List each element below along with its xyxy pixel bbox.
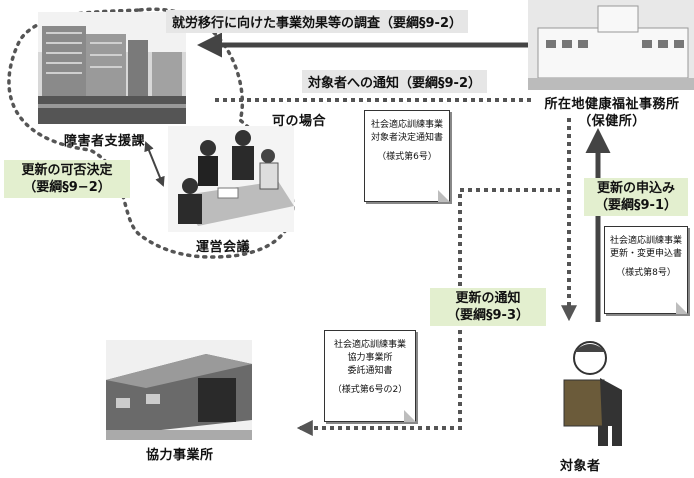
welfare-office-name: 所在地健康福祉事務所 — [544, 97, 680, 112]
partner-office-photo — [106, 340, 252, 440]
doc-form-number: （様式第8号） — [616, 268, 676, 278]
welfare-office-photo — [528, 0, 694, 90]
renewal-application-label: 更新の申込み （要綱§9-1） — [584, 178, 688, 216]
doc-line: 協力事業所 — [347, 353, 393, 363]
partner-office-label: 協力事業所 — [146, 448, 214, 463]
doc-line: 委託通知書 — [347, 366, 393, 376]
renewal-decision-ref: （要綱§9−2） — [23, 180, 111, 195]
application-document: 社会適応訓練事業 更新・変更申込書 （様式第8号） — [604, 226, 688, 314]
renewal-notice-label: 更新の通知 （要綱§9-3） — [430, 288, 546, 326]
commission-notice-document: 社会適応訓練事業 協力事業所 委託通知書 （様式第6号の2） — [324, 330, 416, 422]
page-fold-icon — [676, 302, 688, 314]
meeting-photo — [168, 126, 294, 232]
dotted-group-outline — [7, 7, 295, 259]
notice-to-person-label: 対象者への通知（要綱§9-2） — [302, 70, 487, 93]
decision-notice-document: 社会適応訓練事業 対象者決定通知書 （様式第6号） — [364, 110, 450, 202]
doc-line: 社会適応訓練事業 — [609, 236, 682, 246]
page-fold-icon — [404, 410, 416, 422]
target-person-illustration — [540, 330, 634, 450]
steering-meeting-label: 運営会議 — [196, 240, 251, 255]
target-person-label: 対象者 — [560, 459, 601, 474]
renewal-decision-title: 更新の可否決定 — [21, 163, 113, 178]
renewal-application-ref: （要綱§9-1） — [595, 198, 677, 213]
doc-form-number: （様式第6号） — [377, 152, 437, 162]
support-division-label: 障害者支援課 — [64, 134, 146, 149]
doc-line: 社会適応訓練事業 — [370, 120, 443, 130]
welfare-office-label: 所在地健康福祉事務所 （保健所） — [530, 96, 694, 130]
renewal-application-title: 更新の申込み — [596, 181, 675, 196]
welfare-office-sub: （保健所） — [578, 114, 646, 129]
doc-line: 対象者決定通知書 — [370, 133, 443, 143]
page-fold-icon — [438, 190, 450, 202]
renewal-decision-label: 更新の可否決定 （要綱§9−2） — [4, 160, 130, 198]
survey-label: 就労移行に向けた事業効果等の調査（要綱§9-2） — [166, 10, 468, 33]
possible-case-label: 可の場合 — [272, 114, 327, 129]
doc-line: 社会適応訓練事業 — [333, 340, 406, 350]
doc-form-number: （様式第6号の2） — [332, 385, 408, 395]
renewal-notice-title: 更新の通知 — [455, 291, 521, 306]
division-building-photo — [38, 12, 186, 124]
doc-line: 更新・変更申込書 — [609, 249, 682, 259]
renewal-notice-ref: （要綱§9-3） — [447, 308, 529, 323]
division-meeting-arrow — [144, 141, 165, 187]
